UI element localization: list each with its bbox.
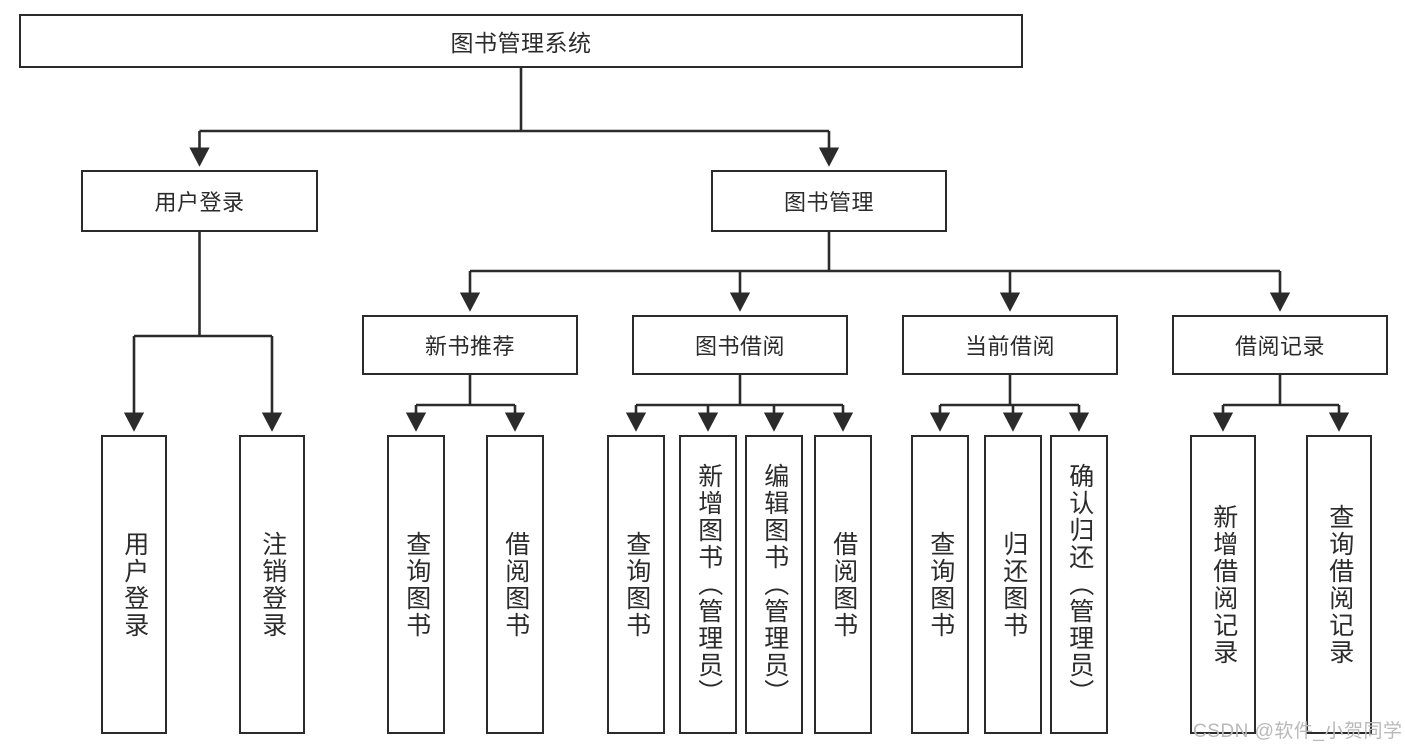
node-leaf[interactable]: 新增借阅记录	[1190, 435, 1256, 734]
node-leaf[interactable]: 确认归还（管理员）	[1050, 435, 1108, 734]
node-leaf[interactable]: 归还图书	[984, 435, 1042, 734]
node-leaf[interactable]: 编辑图书（管理员）	[745, 435, 803, 734]
node-label: 用户登录	[120, 530, 149, 639]
node-label: 新增借阅记录	[1209, 503, 1238, 666]
node-label: 查询借阅记录	[1325, 503, 1354, 666]
node-label: 编辑图书（管理员）	[760, 463, 789, 706]
node-label: 归还图书	[999, 530, 1028, 639]
node-label: 注销登录	[258, 530, 287, 639]
node-label: 新增图书（管理员）	[694, 463, 723, 706]
node-branch[interactable]: 用户登录	[81, 170, 318, 232]
node-label: 新书推荐	[424, 334, 515, 359]
node-label: 用户登录	[154, 190, 245, 215]
node-label: 确认归还（管理员）	[1065, 463, 1094, 706]
node-leaf[interactable]: 注销登录	[239, 435, 305, 734]
csdn-watermark: CSDN @软件_小贺同学	[1193, 721, 1403, 742]
node-label: 图书借阅	[694, 334, 785, 359]
node-label: 查询图书	[926, 530, 955, 639]
node-root[interactable]: 图书管理系统	[19, 14, 1023, 68]
node-label: 借阅图书	[829, 530, 858, 639]
node-leaf[interactable]: 借阅图书	[486, 435, 544, 734]
node-leaf[interactable]: 查询图书	[607, 435, 665, 734]
node-label: 借阅记录	[1234, 334, 1325, 359]
node-label: 查询图书	[402, 530, 431, 639]
node-branch[interactable]: 借阅记录	[1172, 315, 1388, 375]
node-label: 查询图书	[622, 530, 651, 639]
node-leaf[interactable]: 查询借阅记录	[1306, 435, 1372, 734]
node-label: 图书管理系统	[450, 30, 592, 56]
node-leaf[interactable]: 查询图书	[911, 435, 969, 734]
node-leaf[interactable]: 新增图书（管理员）	[679, 435, 737, 734]
node-leaf[interactable]: 查询图书	[387, 435, 445, 734]
node-branch[interactable]: 图书借阅	[632, 315, 848, 375]
node-label: 图书管理	[783, 190, 874, 215]
node-leaf[interactable]: 借阅图书	[814, 435, 872, 734]
node-label: 当前借阅	[964, 334, 1055, 359]
node-label: 借阅图书	[501, 530, 530, 639]
node-branch[interactable]: 图书管理	[711, 170, 947, 232]
node-branch[interactable]: 新书推荐	[362, 315, 578, 375]
node-leaf[interactable]: 用户登录	[101, 435, 167, 734]
node-branch[interactable]: 当前借阅	[902, 315, 1118, 375]
